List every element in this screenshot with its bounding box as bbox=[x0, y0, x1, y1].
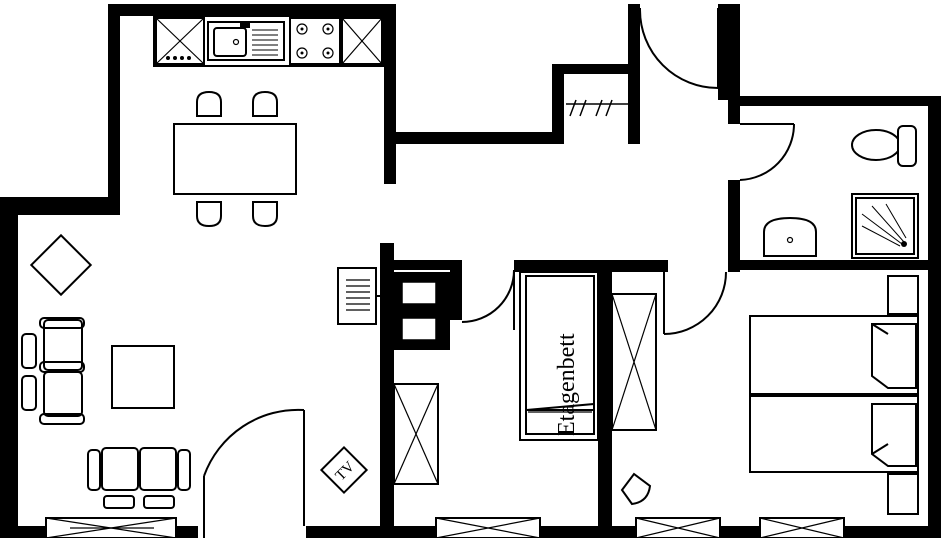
dining-area bbox=[173, 90, 297, 228]
window-icon bbox=[435, 517, 541, 538]
shelf-block bbox=[394, 272, 450, 350]
windows bbox=[45, 517, 845, 538]
cabinet bbox=[341, 17, 383, 65]
window-icon bbox=[635, 517, 721, 538]
window-icon bbox=[759, 517, 845, 538]
bed-icon: Etagenbett bbox=[519, 271, 599, 441]
tv-label: TV bbox=[333, 459, 359, 485]
door-swing-icon bbox=[739, 123, 795, 181]
coffee-table bbox=[111, 345, 175, 409]
nightstand bbox=[887, 275, 919, 315]
armchair-icon bbox=[21, 317, 85, 425]
wardrobe-icon bbox=[566, 99, 628, 117]
bathroom bbox=[763, 125, 919, 259]
bunk-bed-label: Etagenbett bbox=[554, 333, 580, 436]
doors bbox=[203, 8, 795, 538]
door-swing-icon bbox=[203, 408, 305, 538]
sink-icon bbox=[207, 21, 285, 61]
chair-icon bbox=[196, 90, 222, 117]
window-icon bbox=[45, 517, 177, 538]
chair-icon bbox=[252, 201, 278, 228]
kitchen-counter bbox=[153, 15, 385, 67]
toilet-icon bbox=[851, 125, 917, 167]
tv-icon: TV bbox=[319, 445, 369, 495]
chair-icon bbox=[252, 90, 278, 117]
door-swing-icon bbox=[663, 271, 727, 335]
dining-table bbox=[173, 123, 297, 195]
door-swing-icon bbox=[461, 269, 515, 330]
stove-icon bbox=[289, 17, 341, 65]
closet-area bbox=[393, 99, 628, 485]
cabinet bbox=[155, 17, 205, 65]
bed-icon bbox=[749, 315, 919, 473]
armchair-icon bbox=[87, 447, 191, 509]
plant-icon bbox=[29, 233, 93, 297]
wardrobe-icon bbox=[611, 293, 657, 431]
door-swing-icon bbox=[639, 8, 719, 89]
bunk-room: Etagenbett bbox=[519, 271, 657, 506]
radiator-icon bbox=[337, 267, 382, 325]
chair-icon bbox=[196, 201, 222, 228]
wardrobe-icon bbox=[393, 383, 439, 485]
plant-icon bbox=[620, 472, 652, 506]
shower-icon bbox=[851, 193, 919, 259]
walls bbox=[0, 4, 941, 538]
nightstand bbox=[887, 473, 919, 515]
bedroom bbox=[749, 275, 919, 515]
living-area: TV bbox=[21, 233, 382, 509]
washbasin-icon bbox=[763, 216, 817, 257]
